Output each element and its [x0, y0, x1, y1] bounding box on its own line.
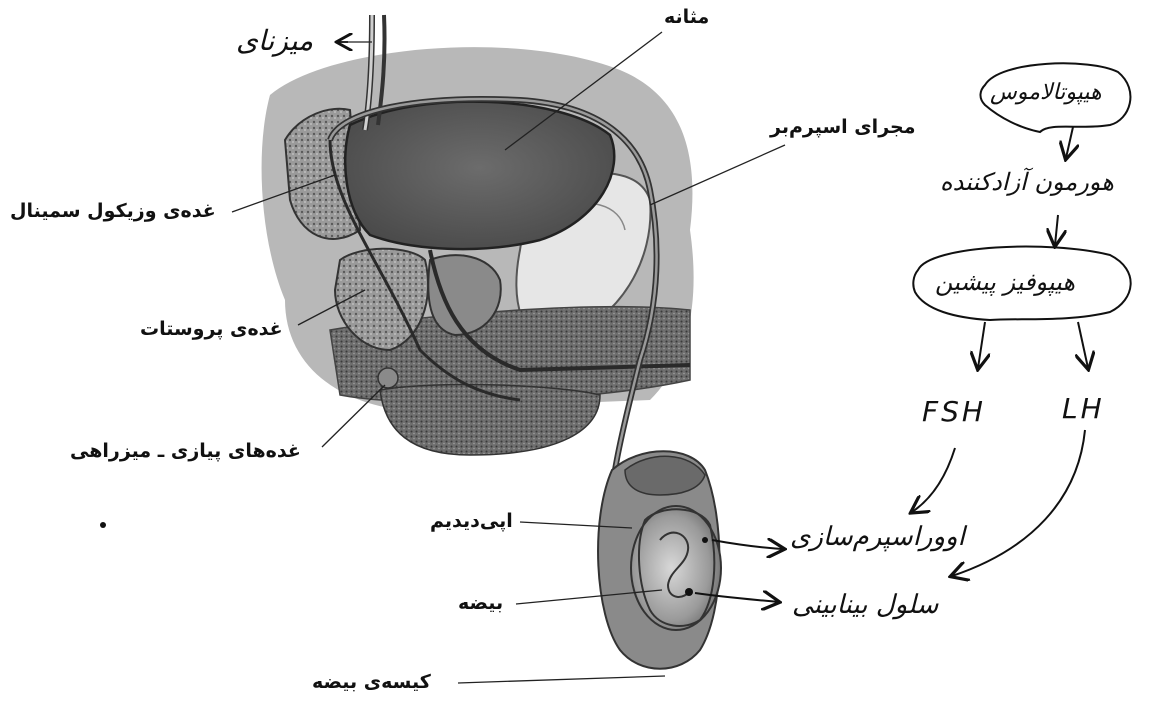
stray-dot	[100, 522, 106, 528]
arrow-lh-to-cell	[952, 430, 1085, 576]
label-ureter: میزنای	[236, 24, 313, 57]
arrow-testis-to-sperm	[712, 540, 783, 549]
label-prostate: غده‌ی پروستات	[140, 318, 283, 340]
testis-shape	[631, 506, 721, 630]
label-releasing-hormone: هورمون آزادکننده	[940, 168, 1114, 196]
arrow-pituitary-to-lh	[1078, 322, 1088, 368]
label-pituitary: هیپوفیز پیشین	[935, 268, 1075, 296]
arrow-hypo-to-hormone	[1066, 127, 1073, 158]
label-bulbourethral: غده‌های پیازی ـ میزراهی	[70, 440, 301, 462]
label-fsh: FSH	[922, 395, 986, 428]
label-seminal-vesicle: غده‌ی وزیکول سمینال	[10, 200, 216, 222]
leader-scrotum	[458, 676, 665, 683]
label-scrotum: کیسه‌ی بیضه	[312, 671, 431, 693]
label-vas-deferens: مجرای اسپرم‌بر	[770, 116, 915, 138]
label-interstitial-cell: سلول بینابینی	[792, 590, 938, 620]
label-hypothalamus: هیپوتالاموس	[990, 80, 1102, 105]
arrow-fsh-to-sperm	[912, 448, 955, 512]
arrow-hormone-to-pituitary	[1055, 215, 1058, 245]
bulbourethral-gland	[378, 368, 398, 388]
label-testis: بیضه	[458, 592, 503, 614]
arrow-pituitary-to-fsh	[978, 322, 985, 368]
label-lh: LH	[1062, 392, 1105, 425]
label-epididymis: اپی‌دیدیم	[430, 510, 513, 532]
label-bladder: مثانه	[664, 6, 709, 28]
label-spermatogenesis: اووراسپرم‌سازی	[790, 522, 965, 552]
anatomy-drawing	[262, 15, 721, 669]
